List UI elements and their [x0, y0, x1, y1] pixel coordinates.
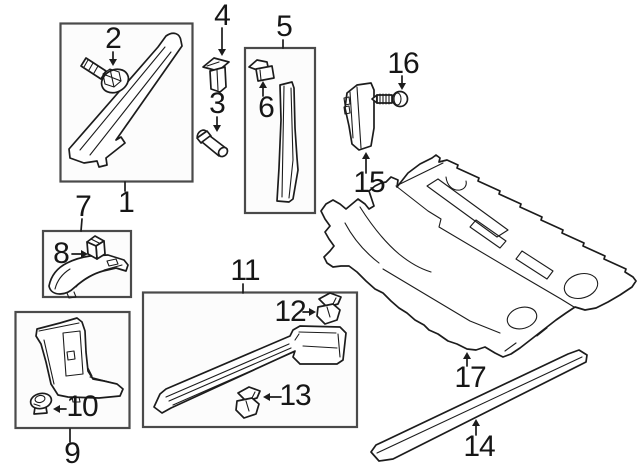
- sill-clip-upper: [316, 292, 342, 325]
- leader-14: [472, 419, 480, 436]
- leader-8: [71, 250, 88, 258]
- callout-label-16[interactable]: 16: [387, 47, 419, 80]
- leader-10: [53, 405, 67, 413]
- b-pillar-trim: [276, 81, 299, 203]
- callout-label-17[interactable]: 17: [454, 361, 486, 394]
- callout-label-10[interactable]: 10: [66, 390, 98, 423]
- leader-17: [463, 352, 471, 367]
- leader-6: [259, 81, 267, 97]
- callout-label-9[interactable]: 9: [64, 437, 81, 470]
- callout-label-3[interactable]: 3: [209, 87, 226, 120]
- rocker-molding: [370, 349, 588, 462]
- kick-panel-trim: [35, 317, 124, 403]
- callout-label-8[interactable]: 8: [53, 237, 70, 270]
- pillar-trim-bolt: [80, 57, 130, 94]
- a-pillar-trim: [68, 32, 183, 168]
- bracket-clip: [86, 235, 106, 260]
- callout-label-2[interactable]: 2: [105, 22, 122, 55]
- callout-label-5[interactable]: 5: [276, 10, 293, 43]
- leader-7: [80, 218, 83, 232]
- leader-13: [263, 393, 282, 401]
- trim-screw: [371, 90, 409, 108]
- callout-label-13[interactable]: 13: [279, 379, 311, 412]
- quarter-trim-panel: [343, 82, 375, 151]
- trim-bracket: [48, 254, 129, 299]
- callout-label-4[interactable]: 4: [214, 0, 231, 32]
- callout-label-1[interactable]: 1: [118, 186, 135, 219]
- leader-12: [302, 308, 316, 316]
- sill-clip-lower: [235, 386, 261, 419]
- leader-16: [398, 75, 406, 90]
- b-pillar-clip: [248, 59, 275, 82]
- door-sill-plate: [153, 325, 347, 414]
- push-pin-fastener: [196, 129, 229, 158]
- leader-15: [362, 152, 370, 174]
- floor-carpet: [320, 154, 637, 358]
- callout-label-15[interactable]: 15: [353, 166, 385, 199]
- leader-4: [218, 27, 226, 56]
- leader-2: [109, 51, 117, 66]
- callout-label-6[interactable]: 6: [258, 91, 275, 124]
- trim-grommet: [29, 392, 53, 415]
- callout-label-11[interactable]: 11: [230, 254, 260, 287]
- trim-retainer-clip: [202, 57, 230, 93]
- leader-3: [213, 116, 221, 132]
- callout-label-7[interactable]: 7: [75, 190, 92, 223]
- callout-label-14[interactable]: 14: [463, 430, 495, 463]
- callout-label-12[interactable]: 12: [274, 295, 306, 328]
